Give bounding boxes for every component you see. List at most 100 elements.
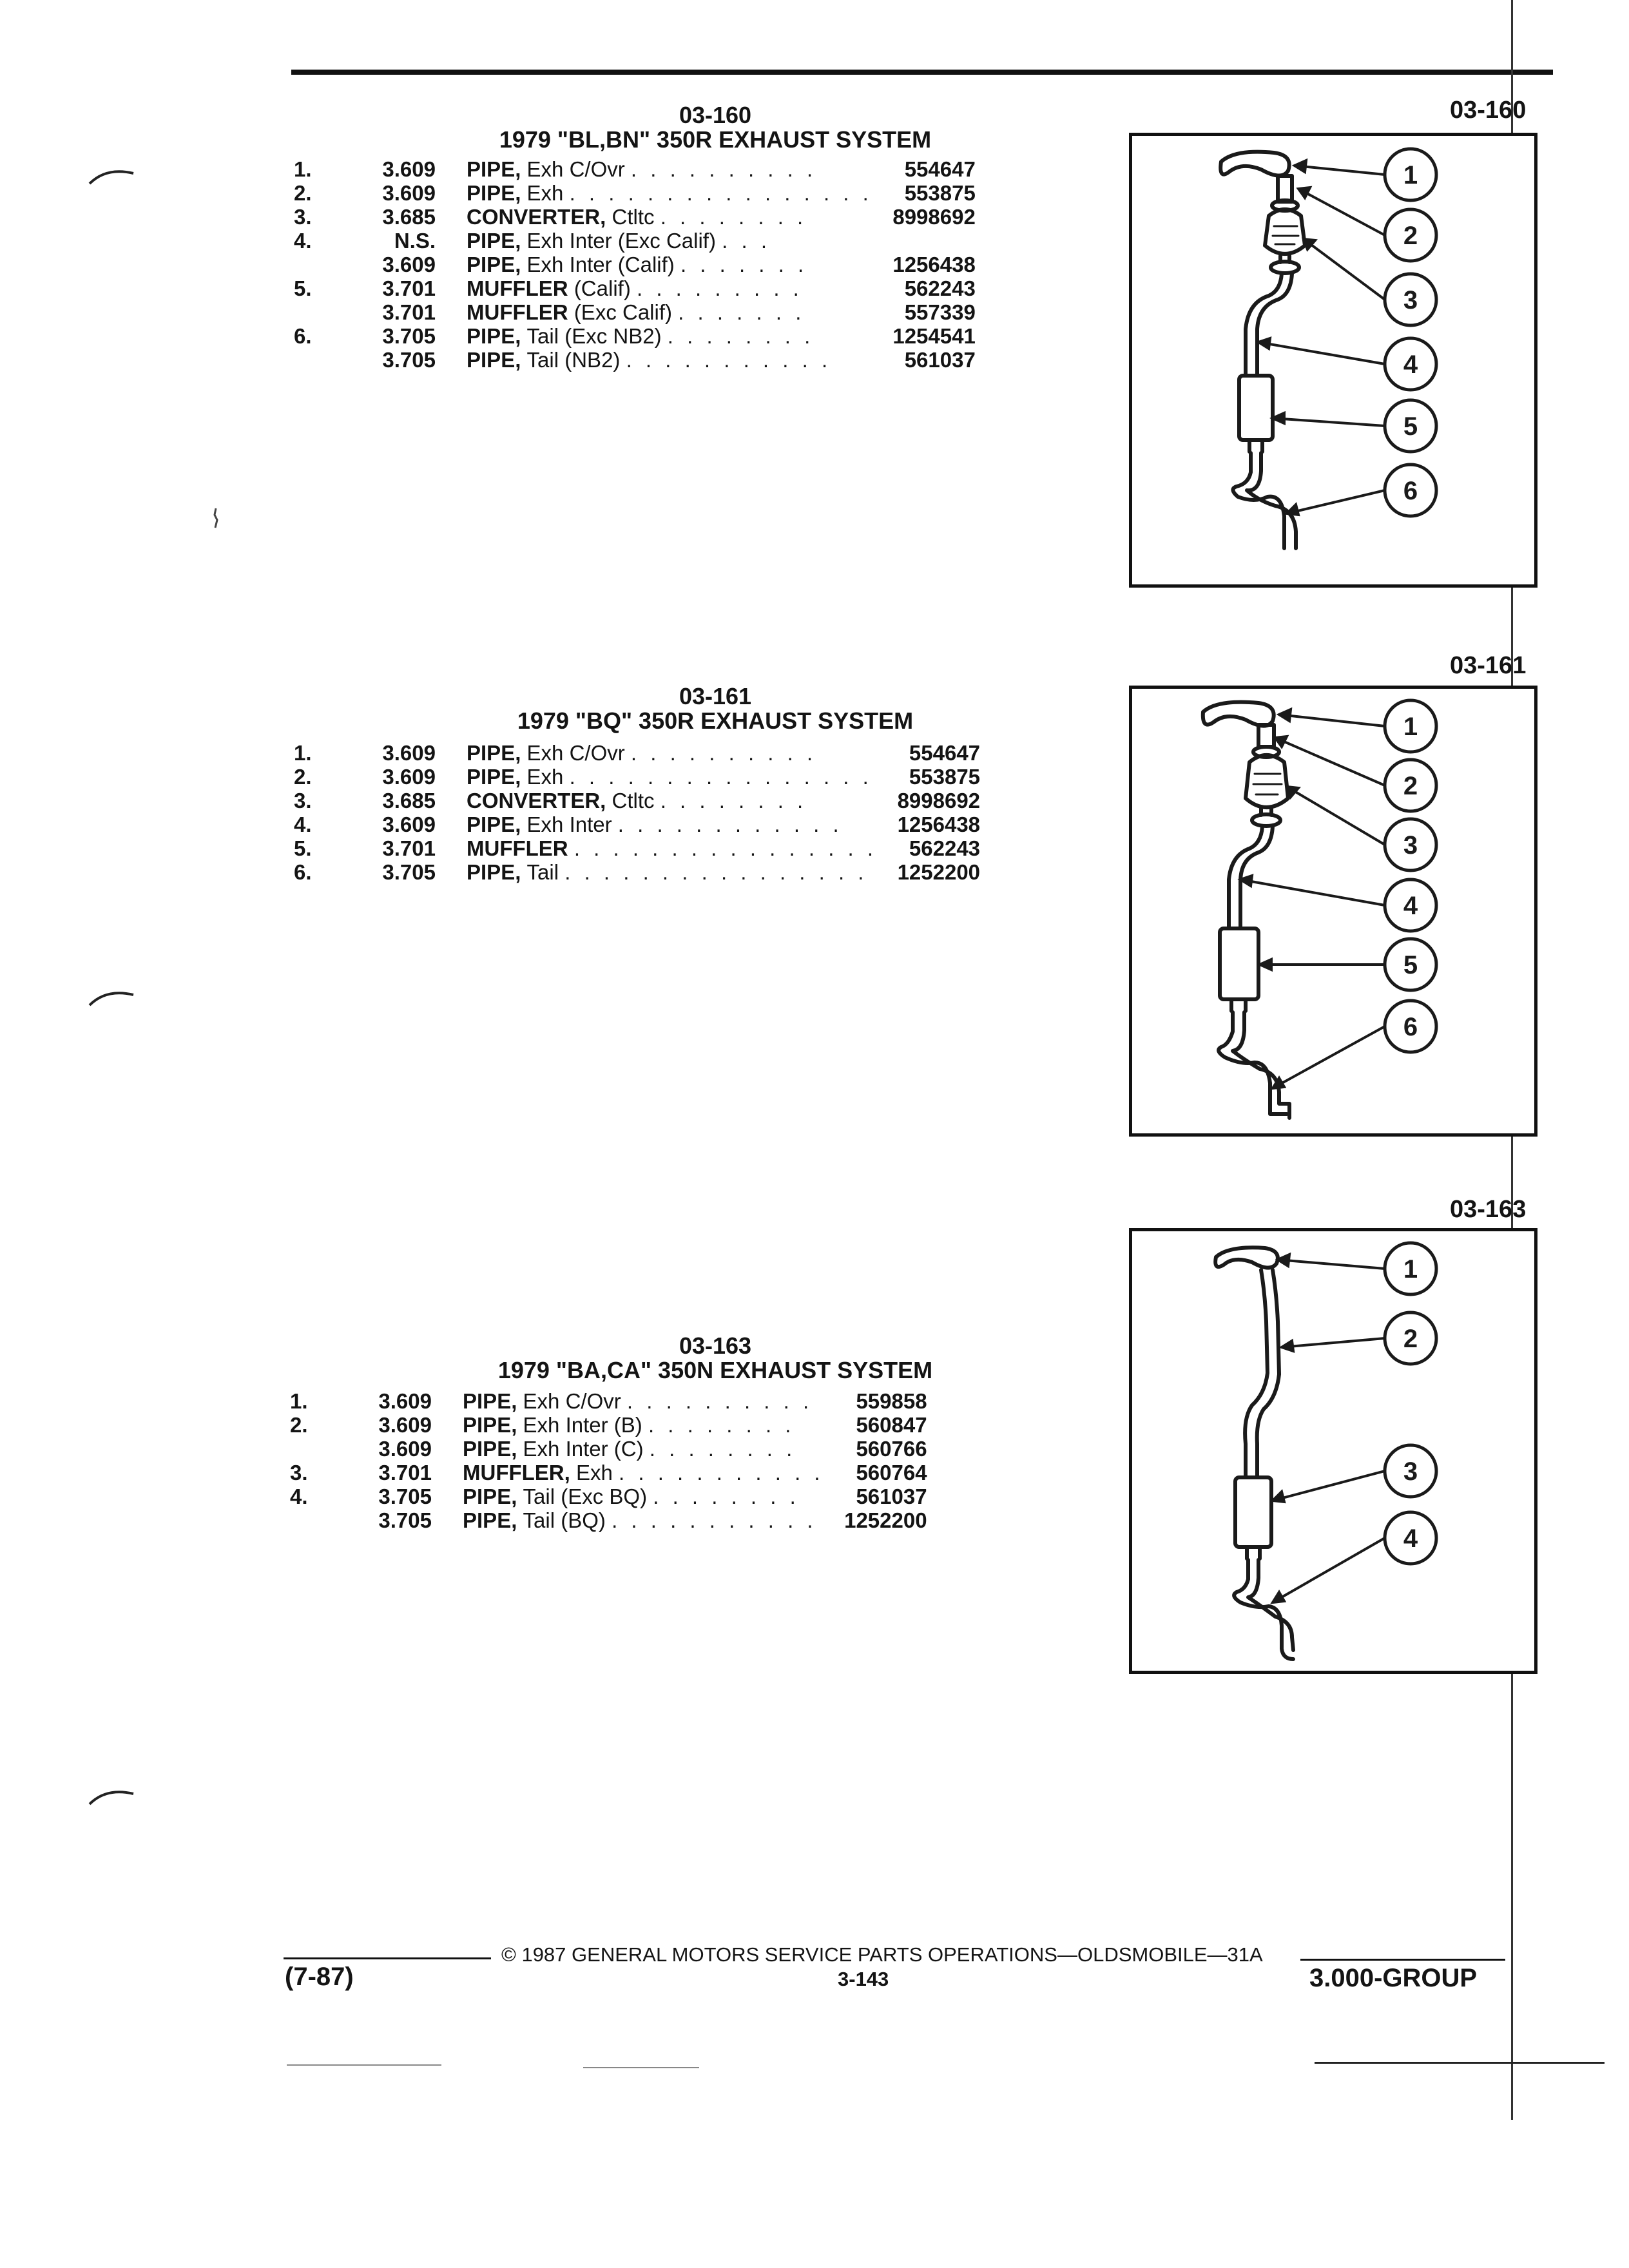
group-number: 3.701	[382, 300, 436, 324]
part-description: PIPE, Exh C/Ovr . . . . . . . . . .	[463, 1389, 813, 1413]
callout-5-icon	[1383, 937, 1438, 992]
part-detail: Exh C/Ovr	[526, 157, 625, 181]
part-description: PIPE, Exh Inter . . . . . . . . . . . .	[467, 812, 843, 836]
item-number	[291, 348, 352, 372]
callout-label: 4	[1403, 1524, 1418, 1553]
speck-icon	[213, 508, 218, 528]
table-row: 4.N.S.PIPE, Exh Inter (Exc Calif) . . .	[291, 229, 976, 253]
callout-label: 1	[1403, 161, 1418, 189]
part-description: PIPE, Tail (Exc BQ) . . . . . . . .	[463, 1485, 800, 1508]
part-detail: Ctltc	[612, 789, 655, 812]
group-number: 3.705	[382, 348, 436, 372]
exhaust-diagram-161: 1 2 3 4 5 6	[1129, 686, 1537, 1137]
section-code-163: 03-163	[679, 1332, 752, 1359]
part-description: PIPE, Exh . . . . . . . . . . . . . . . …	[467, 181, 872, 205]
part-detail: (Calif)	[574, 276, 631, 300]
callout-label: 2	[1403, 222, 1418, 250]
part-name: PIPE,	[467, 348, 521, 372]
part-number: 8998692	[892, 205, 976, 229]
part-detail: Exh	[526, 765, 564, 789]
part-detail: Exh	[526, 181, 564, 205]
footer-revision: (7-87)	[285, 1963, 354, 1991]
group-number: 3.609	[382, 181, 436, 205]
margin-mark-icon	[88, 1791, 134, 1805]
part-detail: Tail (BQ)	[523, 1508, 606, 1532]
item-number: 2.	[294, 181, 312, 205]
part-name: MUFFLER	[467, 836, 568, 860]
item-number: 2.	[294, 765, 312, 789]
part-name: PIPE,	[467, 181, 521, 205]
group-number: 3.609	[382, 157, 436, 181]
part-description: MUFFLER (Calif) . . . . . . . . .	[467, 276, 803, 300]
part-description: PIPE, Exh Inter (Calif) . . . . . . .	[467, 253, 808, 276]
callout-4-icon	[1383, 878, 1438, 933]
part-description: PIPE, Exh Inter (C) . . . . . . . .	[463, 1437, 796, 1461]
callout-label: 4	[1403, 351, 1418, 379]
footer-copyright: © 1987 GENERAL MOTORS SERVICE PARTS OPER…	[501, 1943, 1263, 1966]
item-number: 5.	[294, 276, 312, 300]
part-detail: (Exc Calif)	[574, 300, 672, 324]
part-name: PIPE,	[467, 229, 521, 253]
item-number	[291, 300, 352, 324]
part-number: 554647	[904, 157, 976, 181]
part-name: CONVERTER,	[467, 789, 606, 812]
group-number: 3.609	[378, 1437, 432, 1461]
callout-label: 6	[1403, 477, 1418, 505]
group-number: 3.705	[382, 860, 436, 884]
part-description: PIPE, Exh C/Ovr . . . . . . . . . .	[467, 741, 817, 765]
callout-3-icon	[1383, 272, 1438, 327]
part-description: MUFFLER (Exc Calif) . . . . . . .	[467, 300, 805, 324]
part-name: PIPE,	[467, 812, 521, 836]
part-number: 1252200	[844, 1508, 927, 1532]
part-detail: Tail (NB2)	[526, 348, 621, 372]
part-detail: Exh	[575, 1461, 613, 1485]
figure-label-163: 03-163	[1450, 1196, 1527, 1223]
scan-edge-line	[287, 2064, 441, 2066]
table-row: 5. 3.701 MUFFLER (Calif) . . . . . . . . .…	[291, 276, 976, 300]
callout-3-icon	[1383, 817, 1438, 872]
callout-2-icon	[1383, 1311, 1438, 1366]
part-number: 557339	[904, 300, 976, 324]
part-name: PIPE,	[463, 1508, 517, 1532]
callout-label: 3	[1403, 1457, 1418, 1486]
callout-6-icon	[1383, 463, 1438, 518]
group-number: 3.701	[382, 276, 436, 300]
figure-label-160: 03-160	[1450, 97, 1527, 124]
part-number: 560847	[856, 1413, 927, 1437]
part-number: 554647	[909, 741, 981, 765]
table-row: 3.609 PIPE, Exh Inter (C) . . . . . . . .…	[287, 1437, 927, 1461]
callout-2-icon	[1383, 207, 1438, 263]
part-description: PIPE, Tail . . . . . . . . . . . . . . .…	[467, 860, 868, 884]
item-number: 5.	[294, 836, 312, 860]
callout-label: 2	[1403, 772, 1418, 800]
part-description: PIPE, Exh . . . . . . . . . . . . . . . …	[467, 765, 872, 789]
part-name: PIPE,	[467, 253, 521, 276]
callout-label: 3	[1403, 286, 1418, 314]
item-number: 4.	[290, 1485, 308, 1508]
group-number: 3.701	[382, 836, 436, 860]
margin-mark-icon	[88, 170, 134, 185]
callout-label: 2	[1403, 1325, 1418, 1353]
callout-2-icon	[1383, 758, 1438, 813]
section-title-160: 1979 "BL,BN" 350R EXHAUST SYSTEM	[499, 126, 932, 153]
section-code-160: 03-160	[679, 102, 752, 128]
part-number: 561037	[856, 1485, 927, 1508]
exhaust-system-drawing: 1 2 3 4	[1213, 1241, 1438, 1661]
item-number: 3.	[294, 205, 312, 229]
part-description: CONVERTER, Ctltc . . . . . . . .	[467, 205, 807, 229]
part-name: CONVERTER,	[467, 205, 606, 229]
callout-label: 4	[1403, 892, 1418, 920]
callout-1-icon	[1383, 1241, 1438, 1296]
exhaust-system-drawing: 1 2 3 4 5 6	[1200, 698, 1438, 1120]
margin-mark-icon	[88, 992, 134, 1006]
